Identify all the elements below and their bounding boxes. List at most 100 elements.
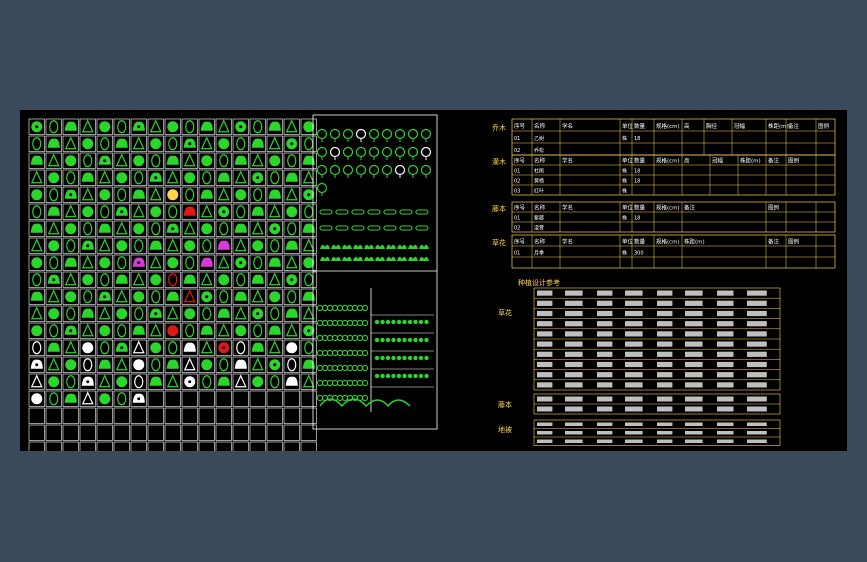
symbol-cell[interactable]	[130, 305, 147, 322]
symbol-cell[interactable]	[130, 237, 147, 254]
symbol-cell[interactable]	[45, 407, 62, 424]
symbol-cell[interactable]	[113, 169, 130, 186]
symbol-cell[interactable]	[232, 220, 249, 237]
symbol-cell[interactable]	[232, 339, 249, 356]
symbol-cell[interactable]	[232, 322, 249, 339]
symbol-cell[interactable]	[130, 424, 147, 441]
symbol-cell[interactable]	[79, 254, 96, 271]
symbol-cell[interactable]	[249, 169, 266, 186]
symbol-cell[interactable]	[198, 220, 215, 237]
symbol-cell[interactable]	[164, 186, 181, 203]
symbol-cell[interactable]	[147, 254, 164, 271]
symbol-cell[interactable]	[198, 271, 215, 288]
symbol-cell[interactable]	[79, 237, 96, 254]
symbol-cell[interactable]	[130, 441, 147, 451]
symbol-cell[interactable]	[215, 254, 232, 271]
symbol-cell[interactable]	[181, 373, 198, 390]
symbol-cell[interactable]	[62, 305, 79, 322]
symbol-cell[interactable]	[96, 254, 113, 271]
symbol-cell[interactable]	[283, 441, 300, 451]
symbol-cell[interactable]	[181, 152, 198, 169]
symbol-cell[interactable]	[232, 441, 249, 451]
symbol-cell[interactable]	[113, 152, 130, 169]
symbol-cell[interactable]	[283, 373, 300, 390]
symbol-cell[interactable]	[28, 322, 45, 339]
symbol-cell[interactable]	[198, 288, 215, 305]
symbol-cell[interactable]	[283, 220, 300, 237]
symbol-cell[interactable]	[198, 373, 215, 390]
symbol-cell[interactable]	[232, 186, 249, 203]
symbol-cell[interactable]	[28, 169, 45, 186]
symbol-cell[interactable]	[79, 152, 96, 169]
symbol-cell[interactable]	[198, 424, 215, 441]
symbol-cell[interactable]	[300, 288, 317, 305]
symbol-cell[interactable]	[249, 390, 266, 407]
symbol-cell[interactable]	[249, 135, 266, 152]
symbol-cell[interactable]	[266, 356, 283, 373]
symbol-cell[interactable]	[232, 152, 249, 169]
symbol-cell[interactable]	[181, 305, 198, 322]
symbol-cell[interactable]	[164, 220, 181, 237]
symbol-cell[interactable]	[147, 441, 164, 451]
symbol-cell[interactable]	[300, 424, 317, 441]
symbol-cell[interactable]	[79, 339, 96, 356]
symbol-cell[interactable]	[164, 237, 181, 254]
symbol-cell[interactable]	[113, 288, 130, 305]
symbol-cell[interactable]	[198, 339, 215, 356]
symbol-cell[interactable]	[62, 322, 79, 339]
symbol-cell[interactable]	[164, 305, 181, 322]
symbol-cell[interactable]	[113, 356, 130, 373]
symbol-cell[interactable]	[164, 390, 181, 407]
symbol-cell[interactable]	[249, 424, 266, 441]
symbol-cell[interactable]	[45, 271, 62, 288]
symbol-cell[interactable]	[300, 152, 317, 169]
symbol-cell[interactable]	[181, 322, 198, 339]
symbol-cell[interactable]	[113, 373, 130, 390]
symbol-cell[interactable]	[266, 152, 283, 169]
symbol-cell[interactable]	[266, 271, 283, 288]
symbol-cell[interactable]	[147, 220, 164, 237]
symbol-cell[interactable]	[79, 407, 96, 424]
symbol-cell[interactable]	[96, 118, 113, 135]
symbol-cell[interactable]	[164, 356, 181, 373]
symbol-cell[interactable]	[62, 271, 79, 288]
symbol-cell[interactable]	[215, 237, 232, 254]
symbol-cell[interactable]	[232, 356, 249, 373]
symbol-cell[interactable]	[79, 186, 96, 203]
symbol-cell[interactable]	[79, 203, 96, 220]
symbol-cell[interactable]	[232, 254, 249, 271]
symbol-cell[interactable]	[300, 186, 317, 203]
symbol-cell[interactable]	[283, 424, 300, 441]
symbol-cell[interactable]	[283, 390, 300, 407]
symbol-cell[interactable]	[283, 305, 300, 322]
symbol-cell[interactable]	[130, 339, 147, 356]
symbol-cell[interactable]	[96, 237, 113, 254]
symbol-cell[interactable]	[266, 118, 283, 135]
symbol-cell[interactable]	[96, 169, 113, 186]
symbol-cell[interactable]	[283, 356, 300, 373]
symbol-cell[interactable]	[300, 237, 317, 254]
symbol-cell[interactable]	[79, 322, 96, 339]
symbol-cell[interactable]	[96, 322, 113, 339]
symbol-cell[interactable]	[215, 305, 232, 322]
symbol-cell[interactable]	[164, 254, 181, 271]
symbol-cell[interactable]	[130, 135, 147, 152]
symbol-cell[interactable]	[249, 152, 266, 169]
symbol-cell[interactable]	[45, 203, 62, 220]
symbol-cell[interactable]	[147, 339, 164, 356]
symbol-cell[interactable]	[300, 271, 317, 288]
symbol-cell[interactable]	[113, 186, 130, 203]
symbol-cell[interactable]	[28, 441, 45, 451]
symbol-cell[interactable]	[96, 356, 113, 373]
symbol-cell[interactable]	[79, 118, 96, 135]
symbol-cell[interactable]	[164, 203, 181, 220]
symbol-cell[interactable]	[266, 220, 283, 237]
symbol-cell[interactable]	[198, 237, 215, 254]
symbol-cell[interactable]	[130, 118, 147, 135]
symbol-cell[interactable]	[79, 356, 96, 373]
symbol-cell[interactable]	[266, 441, 283, 451]
symbol-cell[interactable]	[96, 407, 113, 424]
symbol-cell[interactable]	[283, 135, 300, 152]
symbol-cell[interactable]	[266, 186, 283, 203]
symbol-cell[interactable]	[79, 220, 96, 237]
